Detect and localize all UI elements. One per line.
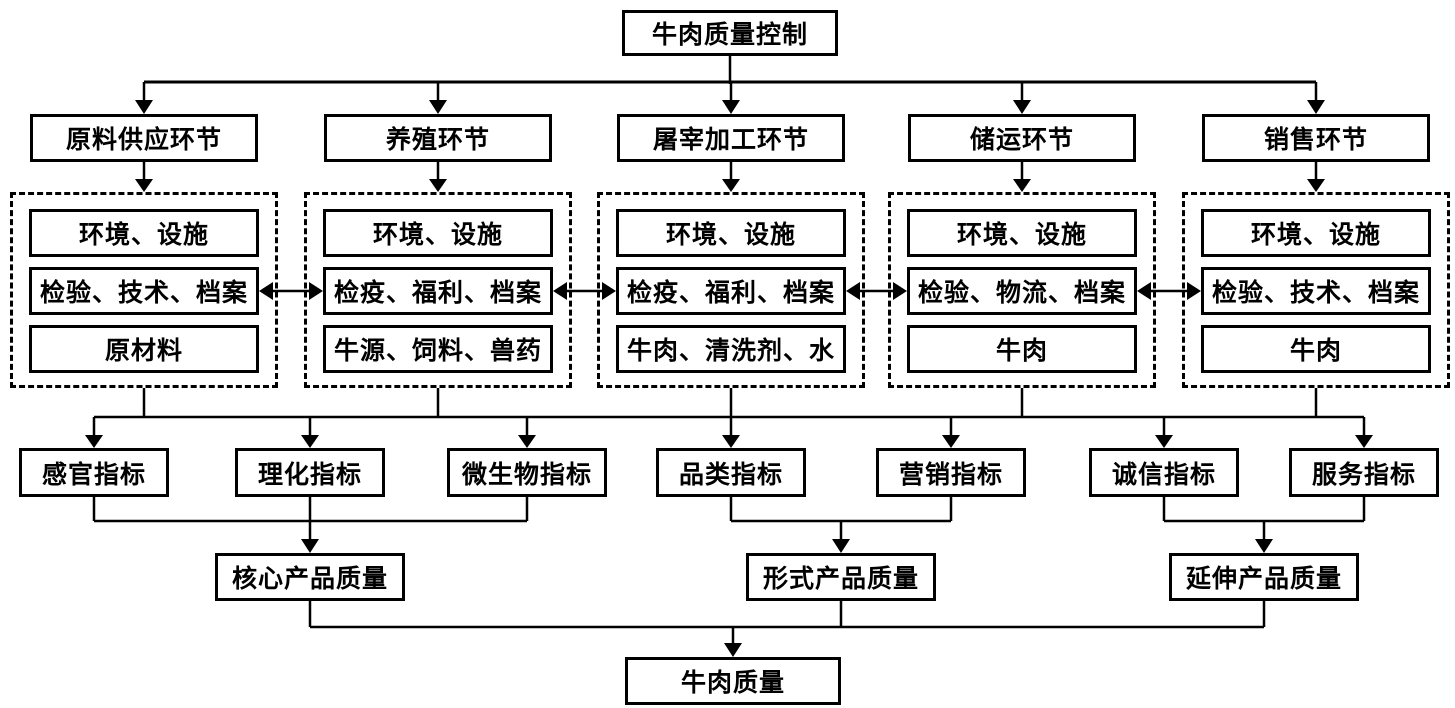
group-storage-transport: 环境、设施 检验、物流、档案 牛肉 bbox=[888, 192, 1156, 388]
element-inspection-logistics-records: 检验、物流、档案 bbox=[907, 267, 1137, 315]
node-title: 牛肉质量控制 bbox=[622, 10, 838, 56]
indicator-microbial: 微生物指标 bbox=[447, 448, 607, 497]
indicator-service: 服务指标 bbox=[1289, 448, 1439, 497]
indicator-integrity: 诚信指标 bbox=[1089, 448, 1239, 497]
indicator-sensory: 感官指标 bbox=[19, 448, 169, 497]
stage-breeding: 养殖环节 bbox=[324, 114, 552, 162]
element-inspection-technology-records: 检验、技术、档案 bbox=[29, 267, 259, 315]
group-breeding: 环境、设施 检疫、福利、档案 牛源、饲料、兽药 bbox=[304, 192, 572, 388]
indicator-marketing: 营销指标 bbox=[876, 448, 1026, 497]
stage-raw-material-supply: 原料供应环节 bbox=[30, 114, 258, 162]
quality-core-product: 核心产品质量 bbox=[215, 553, 405, 601]
quality-extended-product: 延伸产品质量 bbox=[1169, 553, 1359, 601]
stage-sales: 销售环节 bbox=[1202, 114, 1430, 162]
quality-formal-product: 形式产品质量 bbox=[746, 553, 936, 601]
element-beef-cleaner-water: 牛肉、清洗剂、水 bbox=[616, 325, 846, 373]
element-environment-facilities: 环境、设施 bbox=[616, 209, 846, 257]
element-environment-facilities: 环境、设施 bbox=[1201, 209, 1431, 257]
element-beef: 牛肉 bbox=[1201, 325, 1431, 373]
element-environment-facilities: 环境、设施 bbox=[29, 209, 259, 257]
element-environment-facilities: 环境、设施 bbox=[323, 209, 553, 257]
indicator-category: 品类指标 bbox=[656, 448, 806, 497]
element-quarantine-welfare-records: 检疫、福利、档案 bbox=[616, 267, 846, 315]
element-cattle-feed-medicine: 牛源、饲料、兽药 bbox=[323, 325, 553, 373]
element-environment-facilities: 环境、设施 bbox=[907, 209, 1137, 257]
group-slaughter-processing: 环境、设施 检疫、福利、档案 牛肉、清洗剂、水 bbox=[597, 192, 865, 388]
group-sales: 环境、设施 检验、技术、档案 牛肉 bbox=[1182, 192, 1450, 388]
node-final-beef-quality: 牛肉质量 bbox=[625, 657, 841, 705]
indicator-physicochemical: 理化指标 bbox=[235, 448, 385, 497]
element-inspection-technology-records: 检验、技术、档案 bbox=[1201, 267, 1431, 315]
stage-slaughter-processing: 屠宰加工环节 bbox=[617, 114, 845, 162]
element-beef: 牛肉 bbox=[907, 325, 1137, 373]
element-raw-materials: 原材料 bbox=[29, 325, 259, 373]
stage-storage-transport: 储运环节 bbox=[908, 114, 1136, 162]
group-raw-material-supply: 环境、设施 检验、技术、档案 原材料 bbox=[10, 192, 278, 388]
element-quarantine-welfare-records: 检疫、福利、档案 bbox=[323, 267, 553, 315]
